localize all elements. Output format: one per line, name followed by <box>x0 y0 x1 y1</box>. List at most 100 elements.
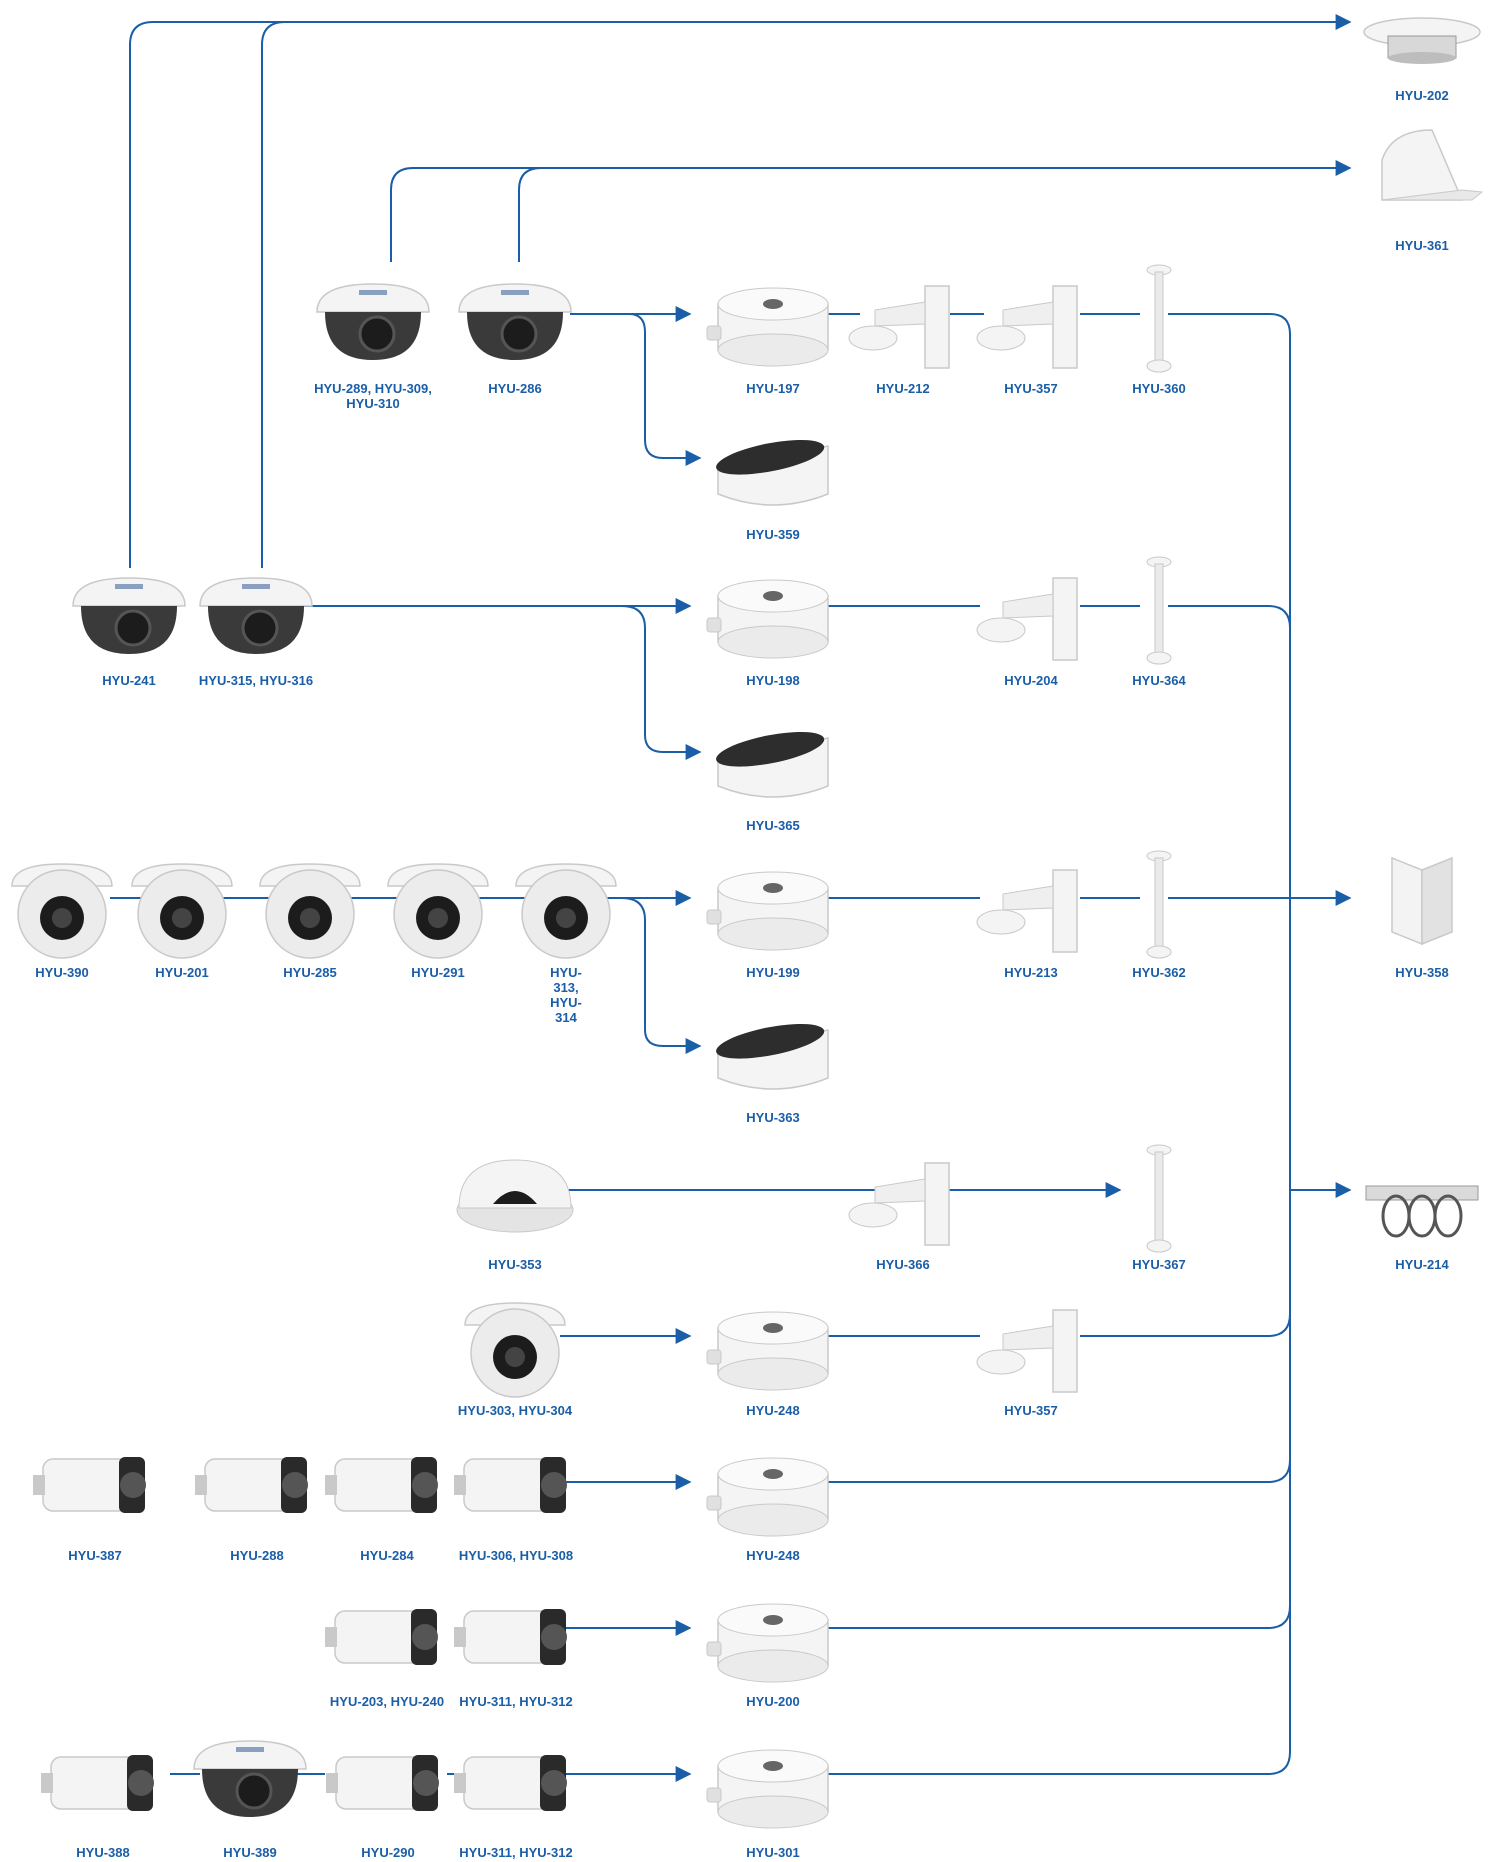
product-label: HYU-301 <box>746 1845 800 1860</box>
product-label: HYU-364 <box>1132 673 1186 688</box>
product-label: HYU-212 <box>876 381 930 396</box>
product-label: HYU-214 <box>1395 1257 1449 1272</box>
product-label: HYU-366 <box>876 1257 930 1272</box>
product-label: HYU-248 <box>746 1403 800 1418</box>
line-row7-chain <box>820 1605 1291 1629</box>
line-row3-363 <box>621 897 702 1054</box>
turret-camera-icon <box>387 863 489 959</box>
junction-box-icon <box>706 1749 829 1829</box>
product-label: HYU-306, HYU-308 <box>458 1548 574 1563</box>
product-label: HYU-200 <box>746 1694 800 1709</box>
fisheye-camera-icon <box>456 1159 574 1233</box>
product-label: HYU-198 <box>746 673 800 688</box>
product-label: HYU-303, HYU-304 <box>457 1403 573 1418</box>
pole-mount-icon <box>1146 264 1172 373</box>
bullet-camera-icon <box>41 1755 154 1811</box>
product-label: HYU-389 <box>223 1845 277 1860</box>
product-label: HYU-363 <box>746 1110 800 1125</box>
bullet-camera-icon <box>195 1457 308 1513</box>
product-label: HYU-248 <box>746 1548 800 1563</box>
line-row1-359 <box>628 313 702 466</box>
inclined-mount-icon <box>716 731 829 798</box>
bullet-camera-icon <box>325 1457 438 1513</box>
junction-box-icon <box>706 1311 829 1391</box>
bullet-camera-icon <box>454 1755 567 1811</box>
product-label: HYU-288 <box>230 1548 284 1563</box>
product-label: HYU-213 <box>1004 965 1058 980</box>
bullet-camera-icon <box>326 1755 439 1811</box>
product-label: HYU-365 <box>746 818 800 833</box>
dome-camera-icon <box>316 283 430 360</box>
product-label: HYU-201 <box>155 965 209 980</box>
product-label: HYU-390 <box>35 965 89 980</box>
turret-camera-icon <box>131 863 233 959</box>
flush-mount-icon <box>1363 17 1481 64</box>
product-label: HYU-360 <box>1132 381 1186 396</box>
product-label: HYU-353 <box>488 1257 542 1272</box>
product-label: HYU-315, HYU-316 <box>198 673 314 688</box>
product-label: HYU-362 <box>1132 965 1186 980</box>
dome-camera-icon <box>72 577 186 654</box>
turret-camera-icon <box>464 1302 566 1398</box>
product-label: HYU-289, HYU-309, HYU-310 <box>314 381 432 411</box>
product-label: HYU-203, HYU-240 <box>329 1694 445 1709</box>
product-label: HYU-311, HYU-312 <box>459 1845 573 1860</box>
product-label: HYU-241 <box>102 673 156 688</box>
bullet-camera-icon <box>33 1457 146 1513</box>
line-row8-chain <box>820 1751 1291 1775</box>
line-top-2 <box>261 21 1350 568</box>
wall-bracket-icon <box>976 577 1078 661</box>
inclined-mount-icon <box>716 439 829 506</box>
turret-camera-icon <box>259 863 361 959</box>
product-label: HYU-291 <box>411 965 465 980</box>
line-row6-chain <box>820 1459 1291 1483</box>
product-label: HYU-359 <box>746 527 800 542</box>
dome-camera-icon <box>458 283 572 360</box>
product-label: HYU-358 <box>1395 965 1449 980</box>
product-label: HYU-197 <box>746 381 800 396</box>
line-row2-chain <box>820 605 1291 629</box>
product-label: HYU-204 <box>1004 673 1058 688</box>
junction-box-icon <box>706 287 829 367</box>
product-label: HYU-361 <box>1395 238 1449 253</box>
product-label: HYU-388 <box>76 1845 130 1860</box>
product-label: HYU-357 <box>1004 381 1058 396</box>
pole-clamp-icon <box>1365 1185 1479 1238</box>
line-row2-365 <box>621 605 702 760</box>
line-361-1 <box>390 160 1352 262</box>
product-label: HYU-199 <box>746 965 800 980</box>
junction-box-icon <box>706 871 829 951</box>
bullet-camera-icon <box>325 1609 438 1665</box>
product-label: HYU-367 <box>1132 1257 1186 1272</box>
turret-camera-icon <box>11 863 113 959</box>
line-361-2 <box>518 167 1350 262</box>
line-row5-chain <box>820 1313 1291 1337</box>
dome-camera-icon <box>199 577 313 654</box>
junction-box-icon <box>706 1603 829 1683</box>
junction-box-icon <box>706 579 829 659</box>
product-label: HYU-202 <box>1395 88 1449 103</box>
pole-mount-icon <box>1146 556 1172 665</box>
product-label: HYU- 313, HYU- 314 <box>550 965 582 1025</box>
wall-bracket-icon <box>848 285 950 369</box>
product-label: HYU-286 <box>488 381 542 396</box>
rain-shade-icon <box>1381 129 1484 201</box>
dome-camera-icon <box>193 1740 307 1817</box>
pole-mount-icon <box>1146 1144 1172 1253</box>
wall-bracket-icon <box>976 869 1078 953</box>
product-label: HYU-311, HYU-312 <box>459 1694 573 1709</box>
product-label: HYU-357 <box>1004 1403 1058 1418</box>
wall-bracket-icon <box>976 285 1078 369</box>
bullet-camera-icon <box>454 1609 567 1665</box>
corner-mount-icon <box>1391 856 1453 946</box>
product-label: HYU-284 <box>360 1548 414 1563</box>
pole-mount-icon <box>1146 850 1172 959</box>
inclined-mount-icon <box>716 1023 829 1090</box>
product-label: HYU-290 <box>361 1845 415 1860</box>
line-top-1 <box>129 14 1352 568</box>
product-label: HYU-387 <box>68 1548 122 1563</box>
wall-bracket-icon <box>976 1309 1078 1393</box>
turret-camera-icon <box>515 863 617 959</box>
wall-bracket-icon <box>848 1162 950 1246</box>
